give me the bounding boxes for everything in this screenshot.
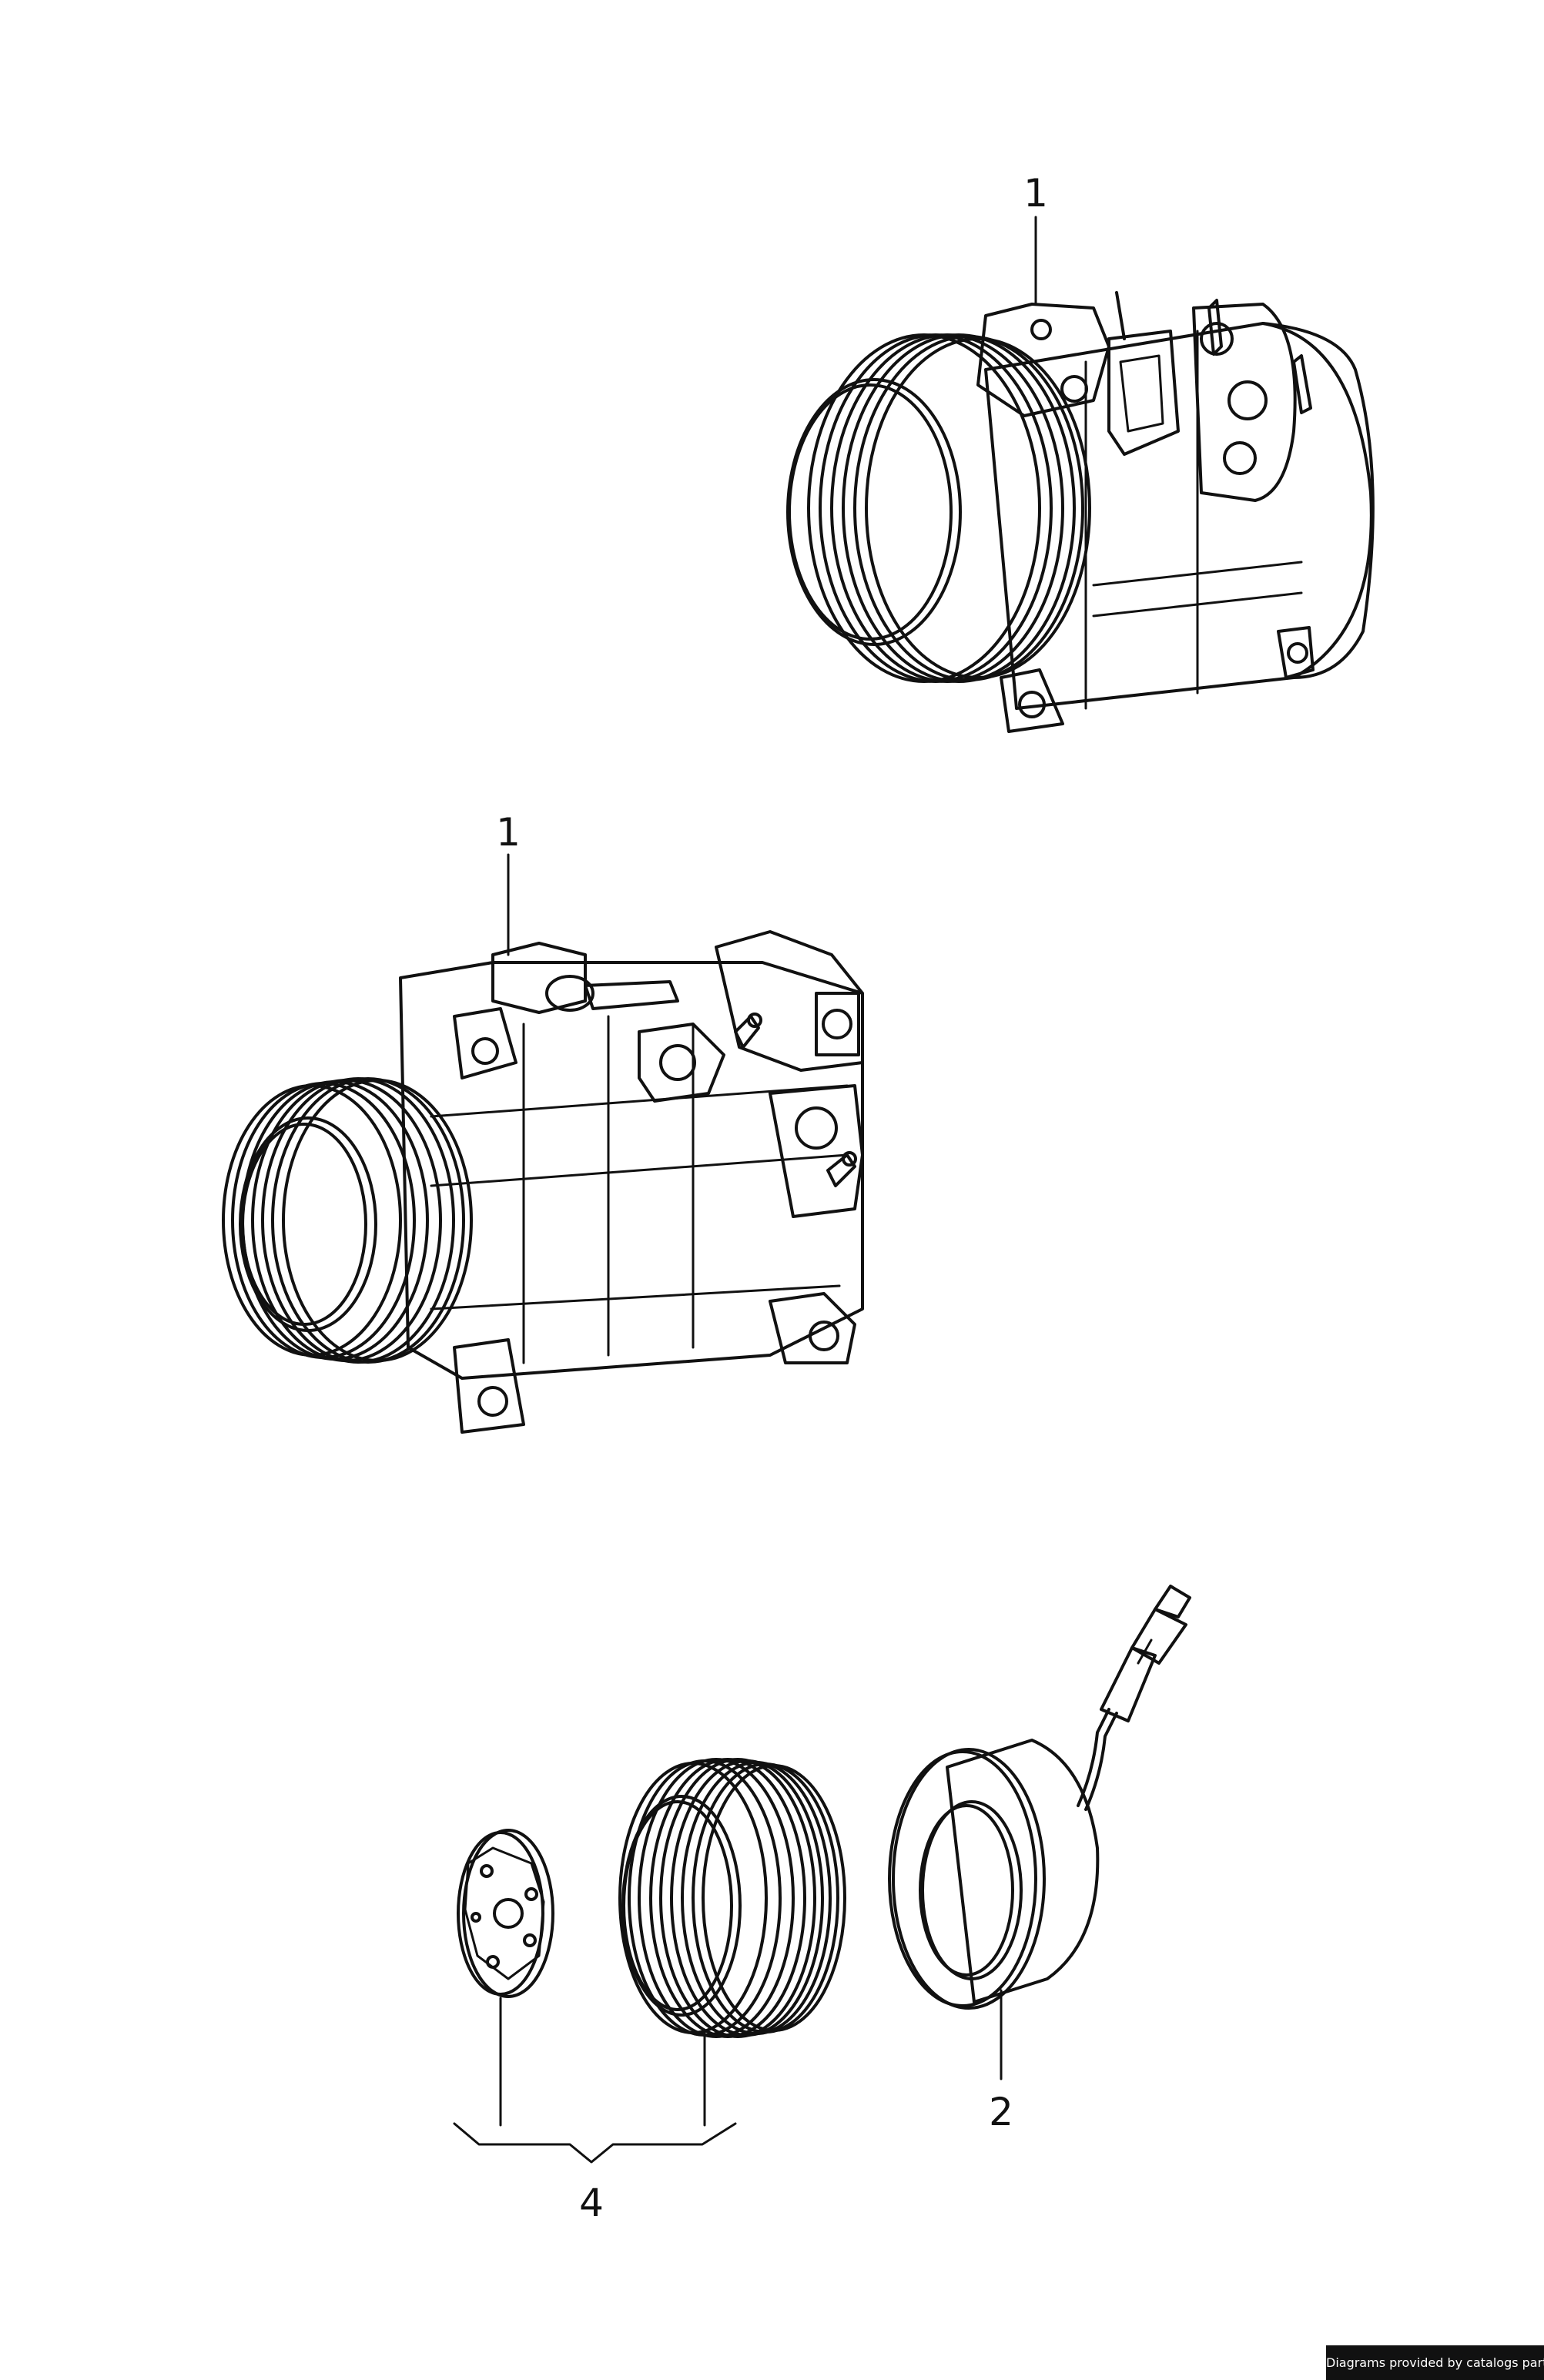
- clutch-plate: [457, 1829, 554, 1998]
- callout-4: 4: [579, 2181, 604, 2225]
- credit-label: Diagrams provided by catalogs parts: [1326, 2345, 1544, 2380]
- compressor-top: [786, 291, 1375, 733]
- callout-2: 2: [989, 2090, 1013, 2134]
- clutch-assembly-bracket: [453, 1997, 737, 2164]
- compressor-middle: [222, 930, 864, 1434]
- field-coil: [888, 1585, 1191, 2010]
- clutch-pulley: [618, 1758, 846, 2038]
- callout-1-middle: 1: [496, 810, 521, 855]
- callout-1-top: 1: [1023, 171, 1048, 216]
